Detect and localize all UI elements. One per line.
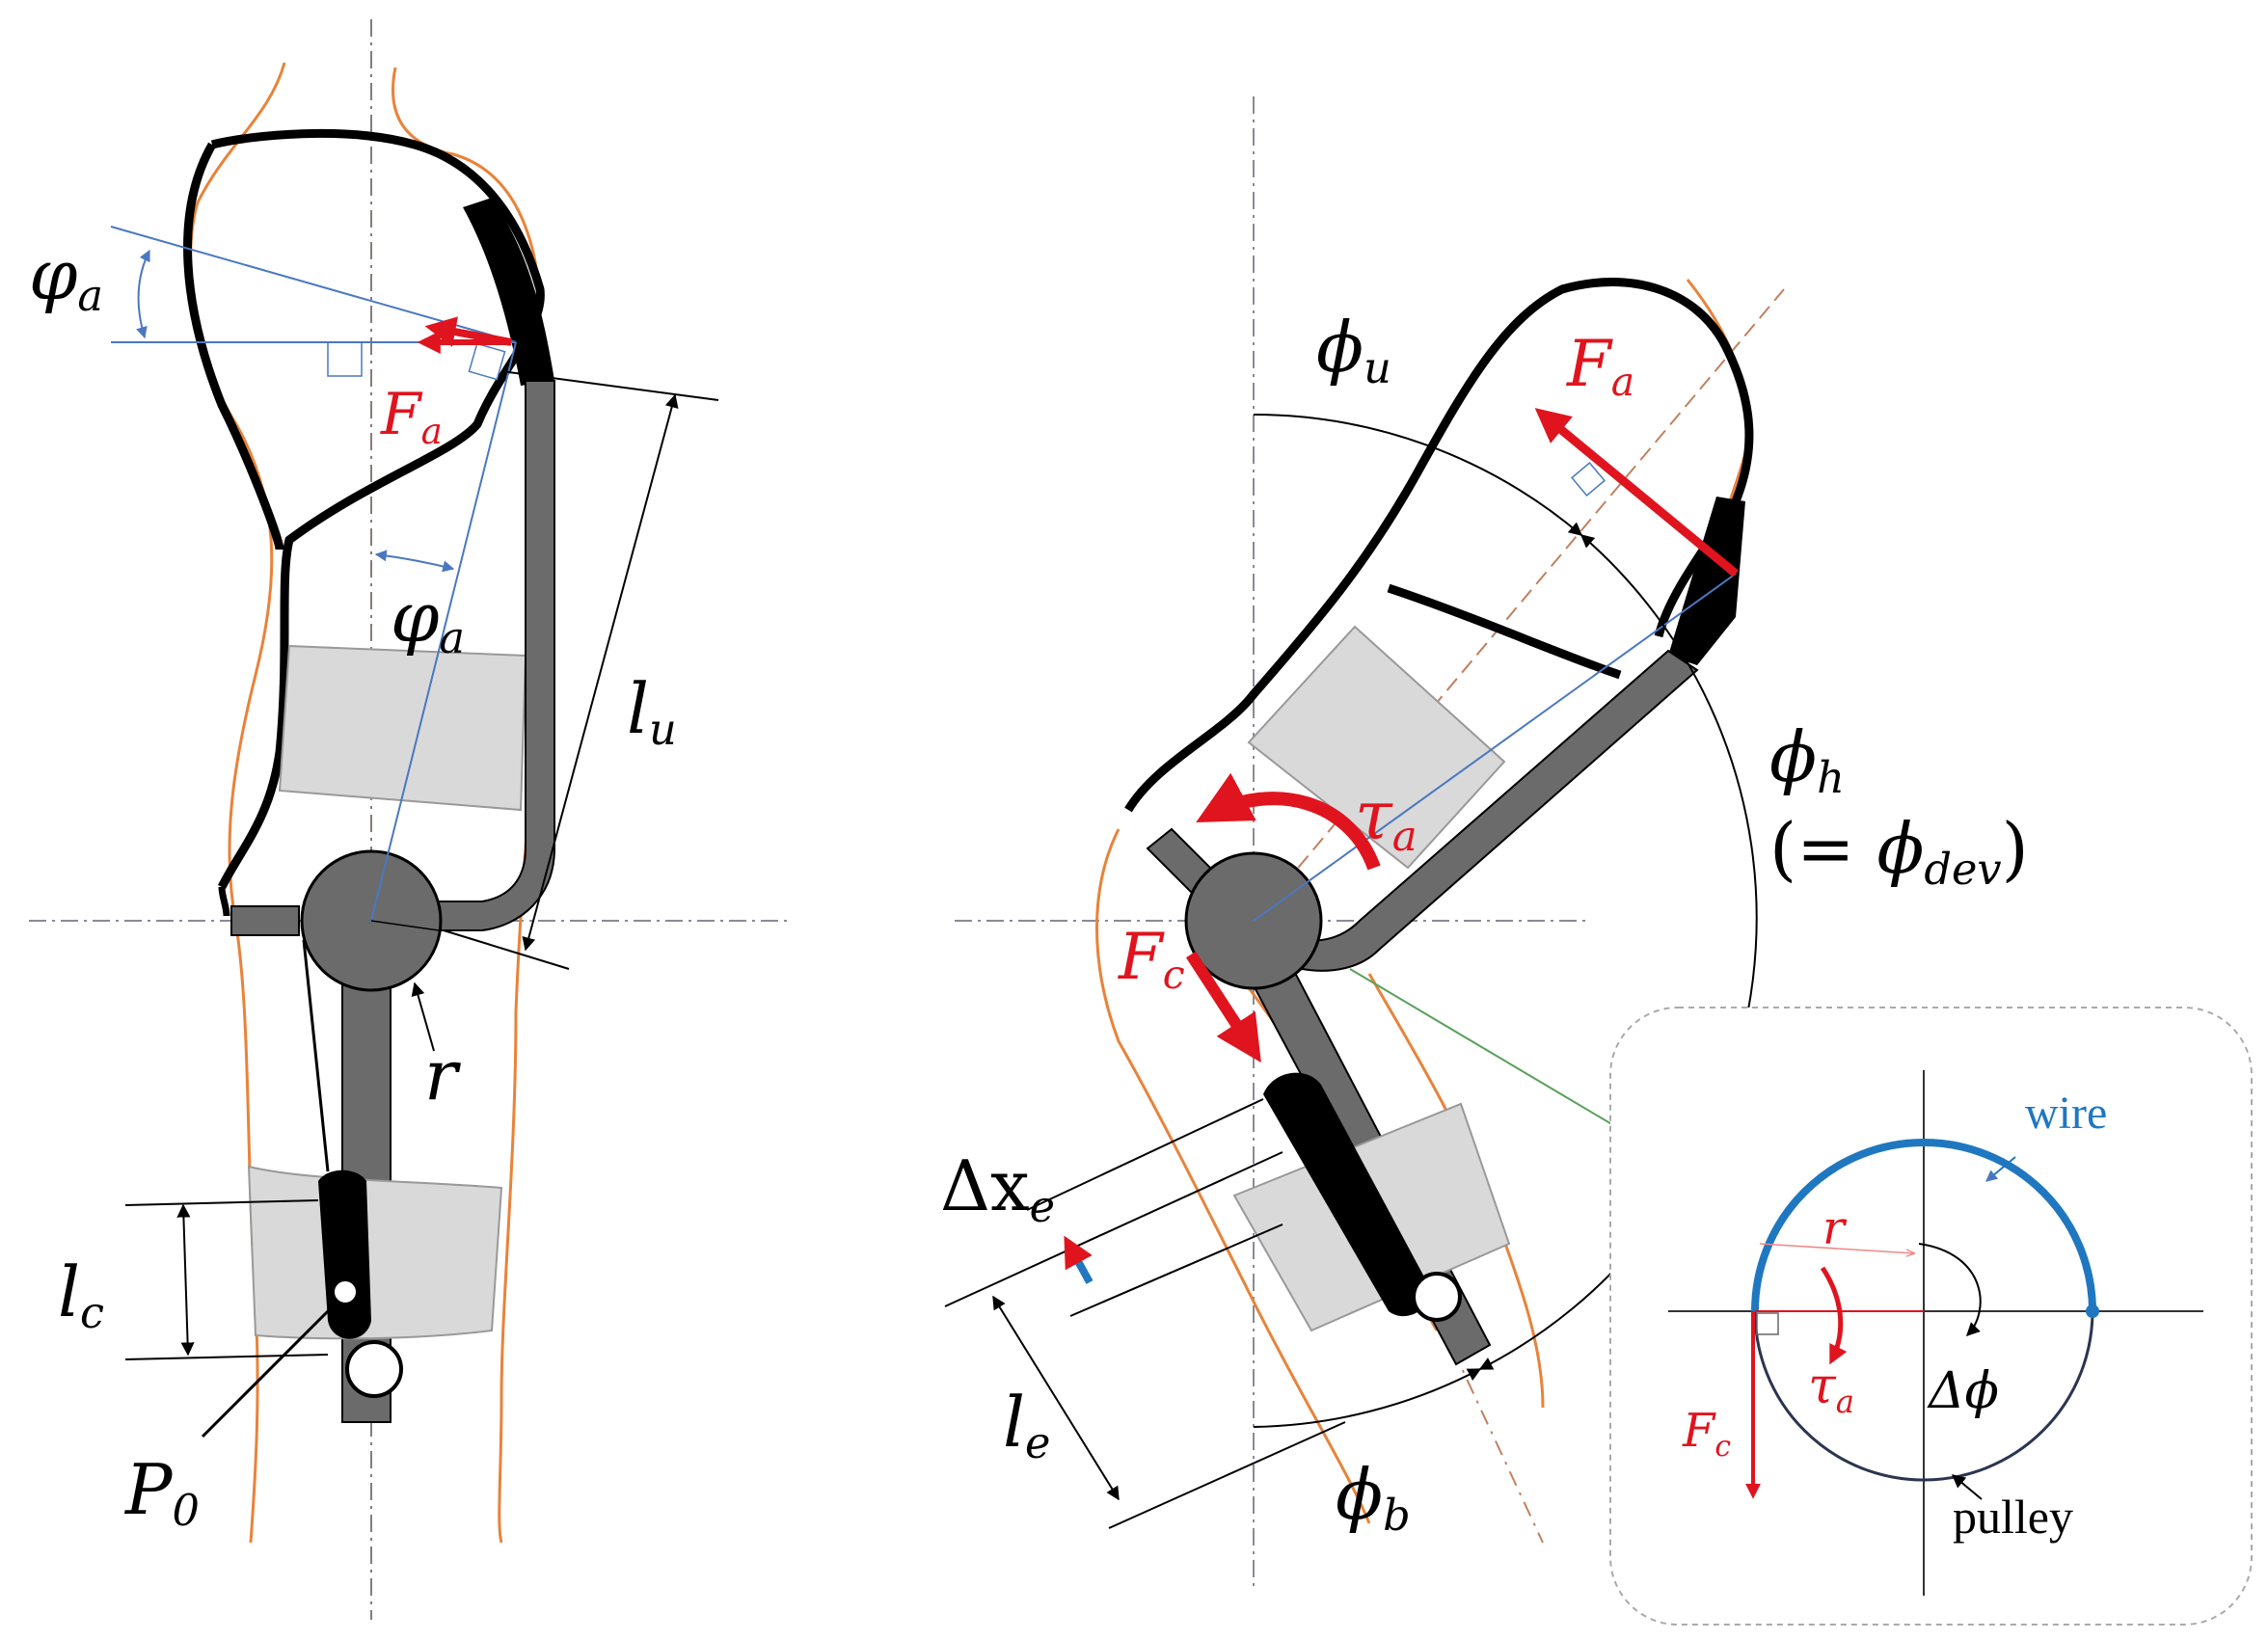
label-phi-dev: (= ϕdev) — [1769, 808, 2029, 895]
right-shoulder-pad — [1668, 497, 1745, 665]
label-fa-left: Fa — [380, 381, 443, 452]
inset-label-tau: τa — [1808, 1358, 1854, 1420]
left-roller — [345, 1340, 403, 1398]
inset-pulley — [1753, 1310, 2094, 1482]
right-skin-outline — [1095, 828, 1371, 1524]
label-lu: lu — [627, 668, 677, 755]
label-fa-right: Fa — [1566, 327, 1634, 405]
left-upper-band — [278, 644, 527, 812]
right-damper — [1263, 1072, 1429, 1317]
inset-label-r: r — [1822, 1201, 1848, 1255]
right-figure — [944, 96, 1785, 1591]
label-delta-xe: Δxe — [940, 1145, 1055, 1232]
left-shoulder-pad — [463, 198, 554, 386]
left-damper — [318, 1170, 371, 1339]
right-upper-cuff — [1124, 278, 1754, 813]
right-force-fa-arrow — [1534, 408, 1739, 578]
inset-label-delta-phi: Δϕ — [1927, 1362, 1999, 1420]
right-force-fc-arrow — [1185, 951, 1261, 1063]
inset-frame — [1609, 1007, 2253, 1626]
label-fc-right: Fc — [1118, 920, 1185, 998]
label-le: le — [1003, 1382, 1050, 1468]
label-phi-h: ϕh — [1769, 716, 1845, 803]
right-tau-arrow — [1196, 772, 1381, 871]
phi-u-arc — [1253, 414, 1583, 536]
inset-label-fc: Fc — [1682, 1404, 1731, 1464]
label-r-left: r — [424, 1035, 461, 1116]
inset-wire — [1751, 1139, 2096, 1312]
label-phi-u: ϕu — [1316, 307, 1391, 393]
inset-label-pulley: pulley — [1953, 1490, 2073, 1544]
label-lc: lc — [58, 1251, 104, 1338]
left-short-bar — [230, 905, 300, 936]
left-lower-band — [247, 1165, 503, 1340]
label-phi-a-mid: φa — [391, 577, 465, 663]
label-tau-a-right: τa — [1355, 776, 1418, 861]
inset-label-wire: wire — [2025, 1088, 2107, 1139]
label-p0: P0 — [123, 1449, 200, 1536]
pulley-inset — [1609, 1007, 2253, 1626]
right-roller — [1412, 1272, 1462, 1322]
phi-h-arc — [1478, 534, 1758, 1370]
left-upper-cuff-left — [183, 142, 284, 551]
label-phi-b: ϕb — [1336, 1454, 1411, 1541]
label-phi-a-top: φa — [29, 234, 103, 321]
left-upper-cuff — [210, 128, 545, 890]
phi-b-arc — [1253, 1368, 1482, 1428]
left-figure — [29, 19, 791, 1620]
